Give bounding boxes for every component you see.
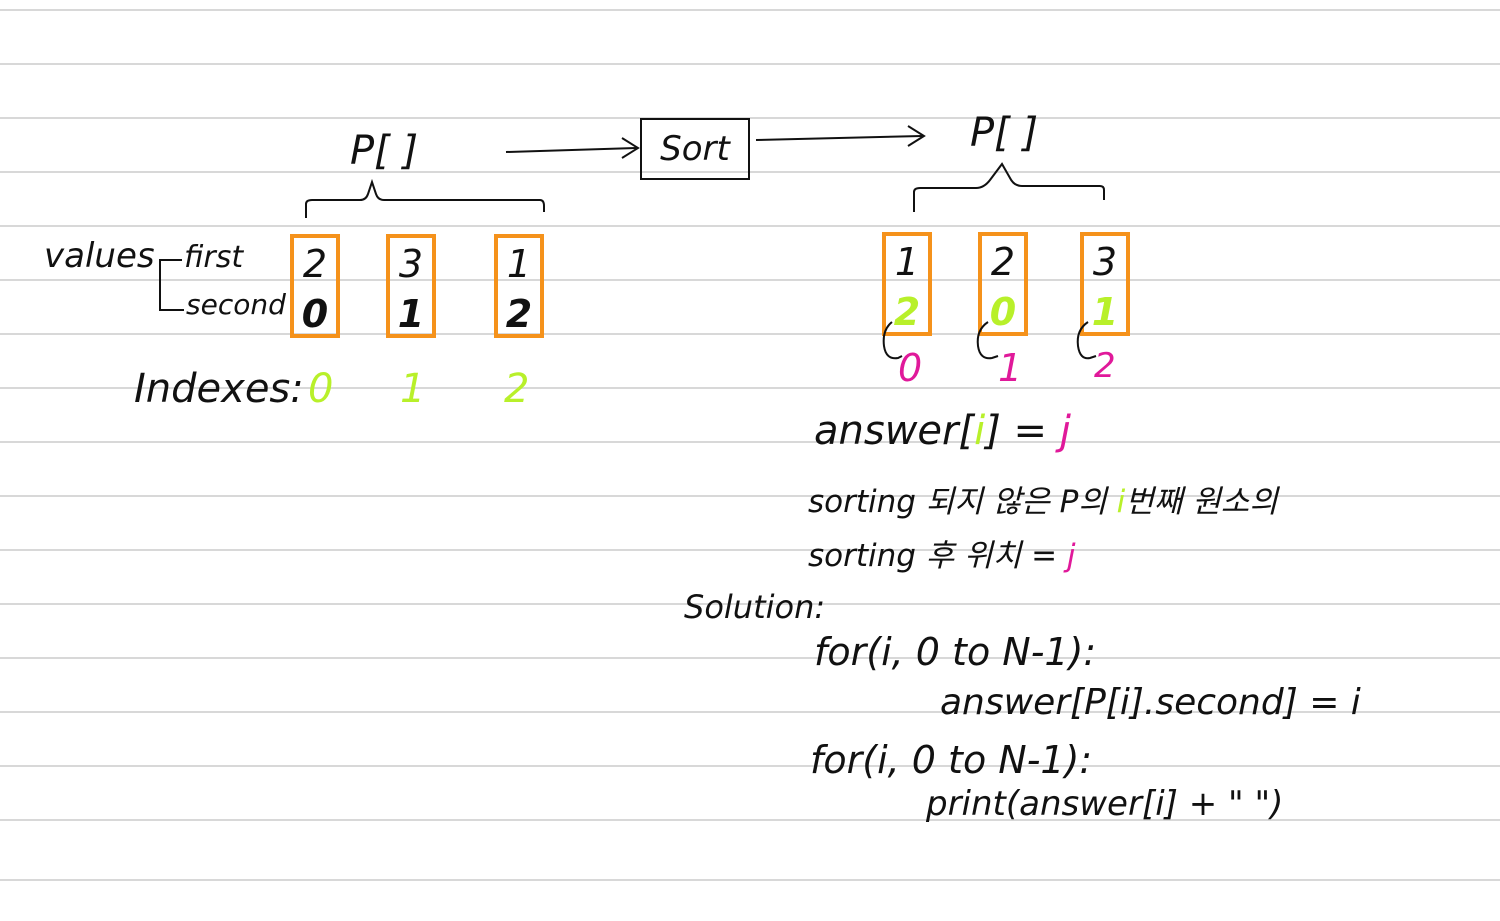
answer-formula: answer[i] = j [814, 408, 1071, 454]
note-line2-j: j [1066, 538, 1076, 574]
formula-suffix: ] = [985, 408, 1060, 454]
indexes-label: Indexes: [134, 366, 304, 412]
right-cell-0: 1 2 [882, 232, 932, 336]
left-cell-first: 1 [506, 242, 532, 286]
right-array-title: P[ ] [970, 110, 1039, 156]
sort-arrows [505, 125, 926, 159]
formula-prefix: answer[ [814, 408, 975, 454]
left-cell-0: 2 0 [290, 234, 340, 338]
right-cell-1: 2 0 [978, 232, 1028, 336]
left-cell-first: 2 [302, 242, 328, 286]
left-cell-second: 2 [505, 292, 533, 336]
code-line-1: for(i, 0 to N-1): [814, 630, 1097, 674]
right-brace [913, 162, 1105, 212]
right-cell-second: 1 [1091, 290, 1119, 334]
left-cell-second: 0 [301, 292, 329, 336]
sorted-pos-1: 1 [998, 346, 1023, 390]
sort-label: Sort [660, 129, 730, 169]
right-cell-2: 3 1 [1080, 232, 1130, 336]
sorted-pos-2: 2 [1094, 346, 1116, 386]
note-line1-i: i [1116, 484, 1126, 520]
solution-label: Solution: [684, 588, 826, 626]
left-cell-2: 1 2 [494, 234, 544, 338]
sort-box: Sort [640, 118, 750, 180]
index-2: 2 [504, 366, 530, 412]
note-line-2: sorting 후 위치 = j [808, 530, 1076, 575]
left-cell-1: 3 1 [386, 234, 436, 338]
left-brace [305, 178, 545, 218]
position-hooks [882, 321, 1097, 360]
first-label: first [184, 240, 244, 275]
second-label: second [186, 288, 286, 321]
formula-j: j [1059, 408, 1071, 454]
left-cell-first: 3 [398, 242, 424, 286]
right-cell-first: 3 [1092, 240, 1118, 284]
sorted-pos-0: 0 [898, 346, 923, 390]
code-line-3: for(i, 0 to N-1): [810, 738, 1093, 782]
code-line-2: answer[P[i].second] = i [940, 682, 1361, 723]
note-line-1: sorting 되지 않은 P의 i번째 원소의 [808, 476, 1278, 521]
code-line-4: print(answer[i] + " ") [926, 784, 1284, 824]
index-0: 0 [308, 366, 334, 412]
index-1: 1 [400, 366, 426, 412]
right-cell-second: 0 [989, 290, 1017, 334]
formula-i: i [974, 408, 986, 454]
values-bracket [159, 259, 184, 311]
note-line1-prefix: sorting 되지 않은 P의 [808, 484, 1117, 520]
values-label: values [44, 236, 155, 276]
right-cell-second: 2 [893, 290, 921, 334]
note-line2-prefix: sorting 후 위치 = [808, 538, 1067, 574]
right-cell-first: 1 [894, 240, 920, 284]
right-cell-first: 2 [990, 240, 1016, 284]
note-line1-suffix: 번째 원소의 [1125, 484, 1278, 520]
left-array-title: P[ ] [350, 128, 419, 174]
left-cell-second: 1 [397, 292, 425, 336]
